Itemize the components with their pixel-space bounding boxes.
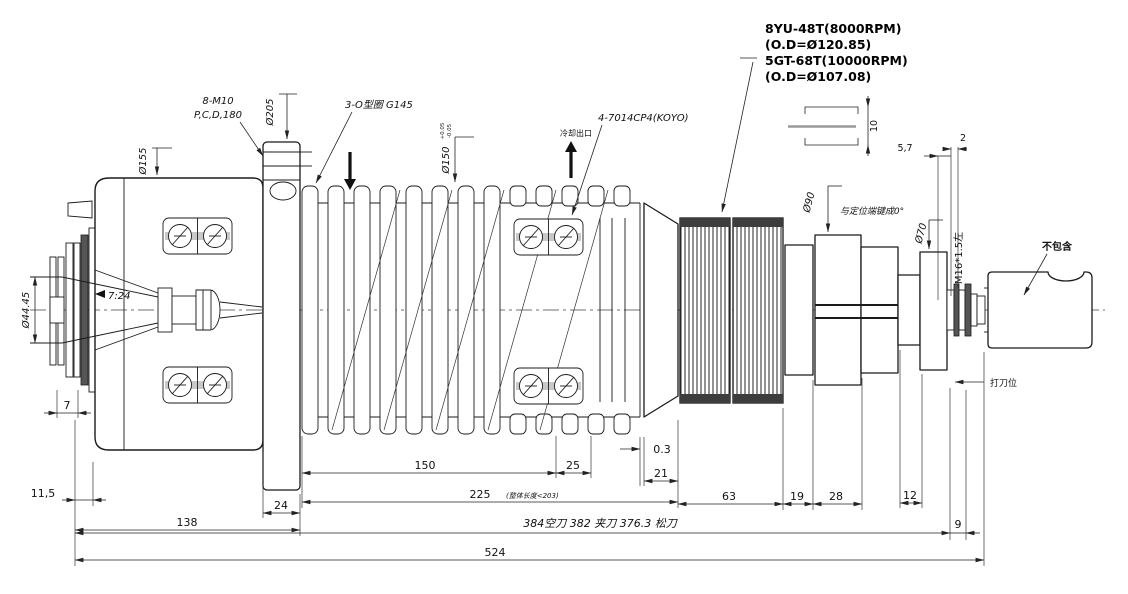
key-detail: 10 — [788, 96, 880, 156]
dim-21: 21 — [654, 467, 668, 480]
release-cylinder — [984, 271, 1093, 349]
dim-63: 63 — [722, 490, 736, 503]
thread-label: M16*1.5左 — [952, 232, 965, 284]
dim-0-3: 0.3 — [653, 443, 671, 456]
flange-hole — [269, 181, 297, 201]
rear-bearing-bottom — [513, 367, 584, 405]
body-od-label: Ø150 — [440, 147, 452, 175]
mounting-flange — [262, 141, 312, 491]
pulley-option1-od: (O.D=Ø120.85) — [765, 37, 871, 52]
bolt-pattern-label-2: P,C,D,180 — [194, 110, 242, 121]
pulley-spec-block: 8YU-48T(8000RPM) (O.D=Ø120.85) 5GT-68T(1… — [765, 21, 908, 84]
front-bearing-top — [162, 217, 233, 255]
shaft-90-section — [814, 234, 862, 386]
tool-gripper — [157, 287, 263, 333]
rear-cone — [643, 202, 679, 418]
belt-pulley — [679, 217, 784, 404]
front-housing — [30, 177, 264, 451]
dim-225-note: (整体长度<203) — [506, 492, 559, 500]
key-align-note: 与定位端键成0° — [840, 206, 904, 217]
drawbar-end — [946, 283, 986, 337]
sensor-tab — [67, 200, 93, 219]
dim-150: 150 — [415, 459, 436, 472]
pulley-option2: 5GT-68T(10000RPM) — [765, 53, 908, 68]
spindle-nose — [49, 227, 96, 393]
annotations: 8-M10 P,C,D,180 Ø205 Ø155 3-O型圈 G145 Ø15… — [20, 21, 1073, 389]
shaft-70-section — [919, 251, 948, 371]
oring-label: 3-O型圈 G145 — [345, 99, 413, 111]
dim-524: 524 — [485, 546, 506, 559]
dim-12: 12 — [903, 489, 917, 502]
tool-positions-dim: 384空刀 382 夹刀 376.3 松刀 — [523, 517, 677, 530]
key-width-dim: 10 — [869, 120, 880, 132]
rear-bearing-top — [513, 218, 584, 256]
dim-11-5: 11,5 — [31, 487, 56, 500]
excluded-label: 不包含 — [1042, 240, 1073, 253]
dim-9: 9 — [955, 518, 962, 531]
dim-19: 19 — [790, 490, 804, 503]
coolant-outlet-arrow — [565, 141, 577, 178]
coolant-inlet-arrow — [344, 152, 356, 190]
rear-dia-label: Ø70 — [912, 222, 929, 246]
coolant-outlet-label: 冷却出口 — [560, 128, 592, 138]
dimension-chains: 7 11,5 138 24 150 25 0.3 21 225 (整体长度<20… — [31, 350, 985, 566]
dim-25: 25 — [566, 459, 580, 472]
dim-24: 24 — [274, 499, 288, 512]
dim-28: 28 — [829, 490, 843, 503]
front-od-label: Ø155 — [137, 148, 149, 176]
pulley-option2-od: (O.D=Ø107.08) — [765, 69, 871, 84]
dim-7: 7 — [64, 399, 71, 412]
taper-arrow — [95, 290, 105, 298]
dim-2: 2 — [960, 133, 966, 144]
rear-shaft — [784, 234, 986, 386]
dim-225: 225 — [470, 488, 491, 501]
flange-od-label: Ø205 — [264, 99, 276, 127]
pulley-option1: 8YU-48T(8000RPM) — [765, 21, 901, 36]
body-od-tol-lower: -0.05 — [447, 123, 453, 138]
ribbed-motor-body — [301, 185, 641, 435]
bearing-label: 4-7014CP4(KOYO) — [598, 113, 689, 124]
bolt-pattern-label-1: 8-M10 — [202, 96, 233, 107]
dim-138: 138 — [177, 516, 198, 529]
taper-label: 7:24 — [108, 291, 130, 302]
front-bearing-bottom — [162, 366, 233, 404]
dim-5-7: 5,7 — [897, 143, 912, 154]
knockout-label: 打刀位 — [990, 377, 1017, 389]
gauge-dia-label: Ø44.45 — [20, 292, 32, 330]
shaft-dia-label: Ø90 — [800, 191, 817, 215]
body-od-tol-upper: +0.05 — [440, 122, 446, 139]
